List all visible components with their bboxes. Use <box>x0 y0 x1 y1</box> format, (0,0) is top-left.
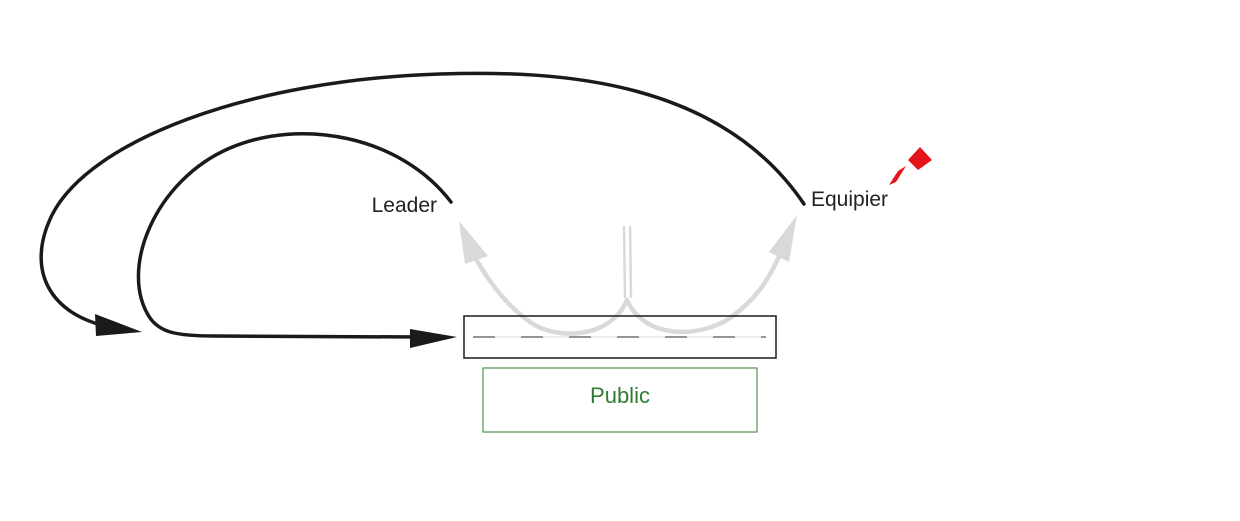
leader-to-stage-arrowhead <box>410 329 457 348</box>
grey-arrowhead-leader <box>459 221 488 264</box>
grey-arrow-to-leader <box>469 249 630 336</box>
leader-to-stage-curve <box>136 132 453 339</box>
grey-arrowhead-equipier <box>769 215 797 262</box>
red-marker-tail-icon <box>889 166 906 185</box>
red-marker-icon <box>908 147 932 170</box>
grey-stem-line <box>622 225 633 299</box>
equipier-return-curve <box>39 71 806 329</box>
equipier-return-arrowhead <box>95 314 142 336</box>
equipier-label: Equipier <box>811 188 888 211</box>
public-label: Public <box>590 383 650 408</box>
leader-label: Leader <box>372 194 437 217</box>
grey-arrow-to-equipier <box>624 247 785 335</box>
stage-box <box>463 315 777 359</box>
public-box <box>482 367 758 433</box>
